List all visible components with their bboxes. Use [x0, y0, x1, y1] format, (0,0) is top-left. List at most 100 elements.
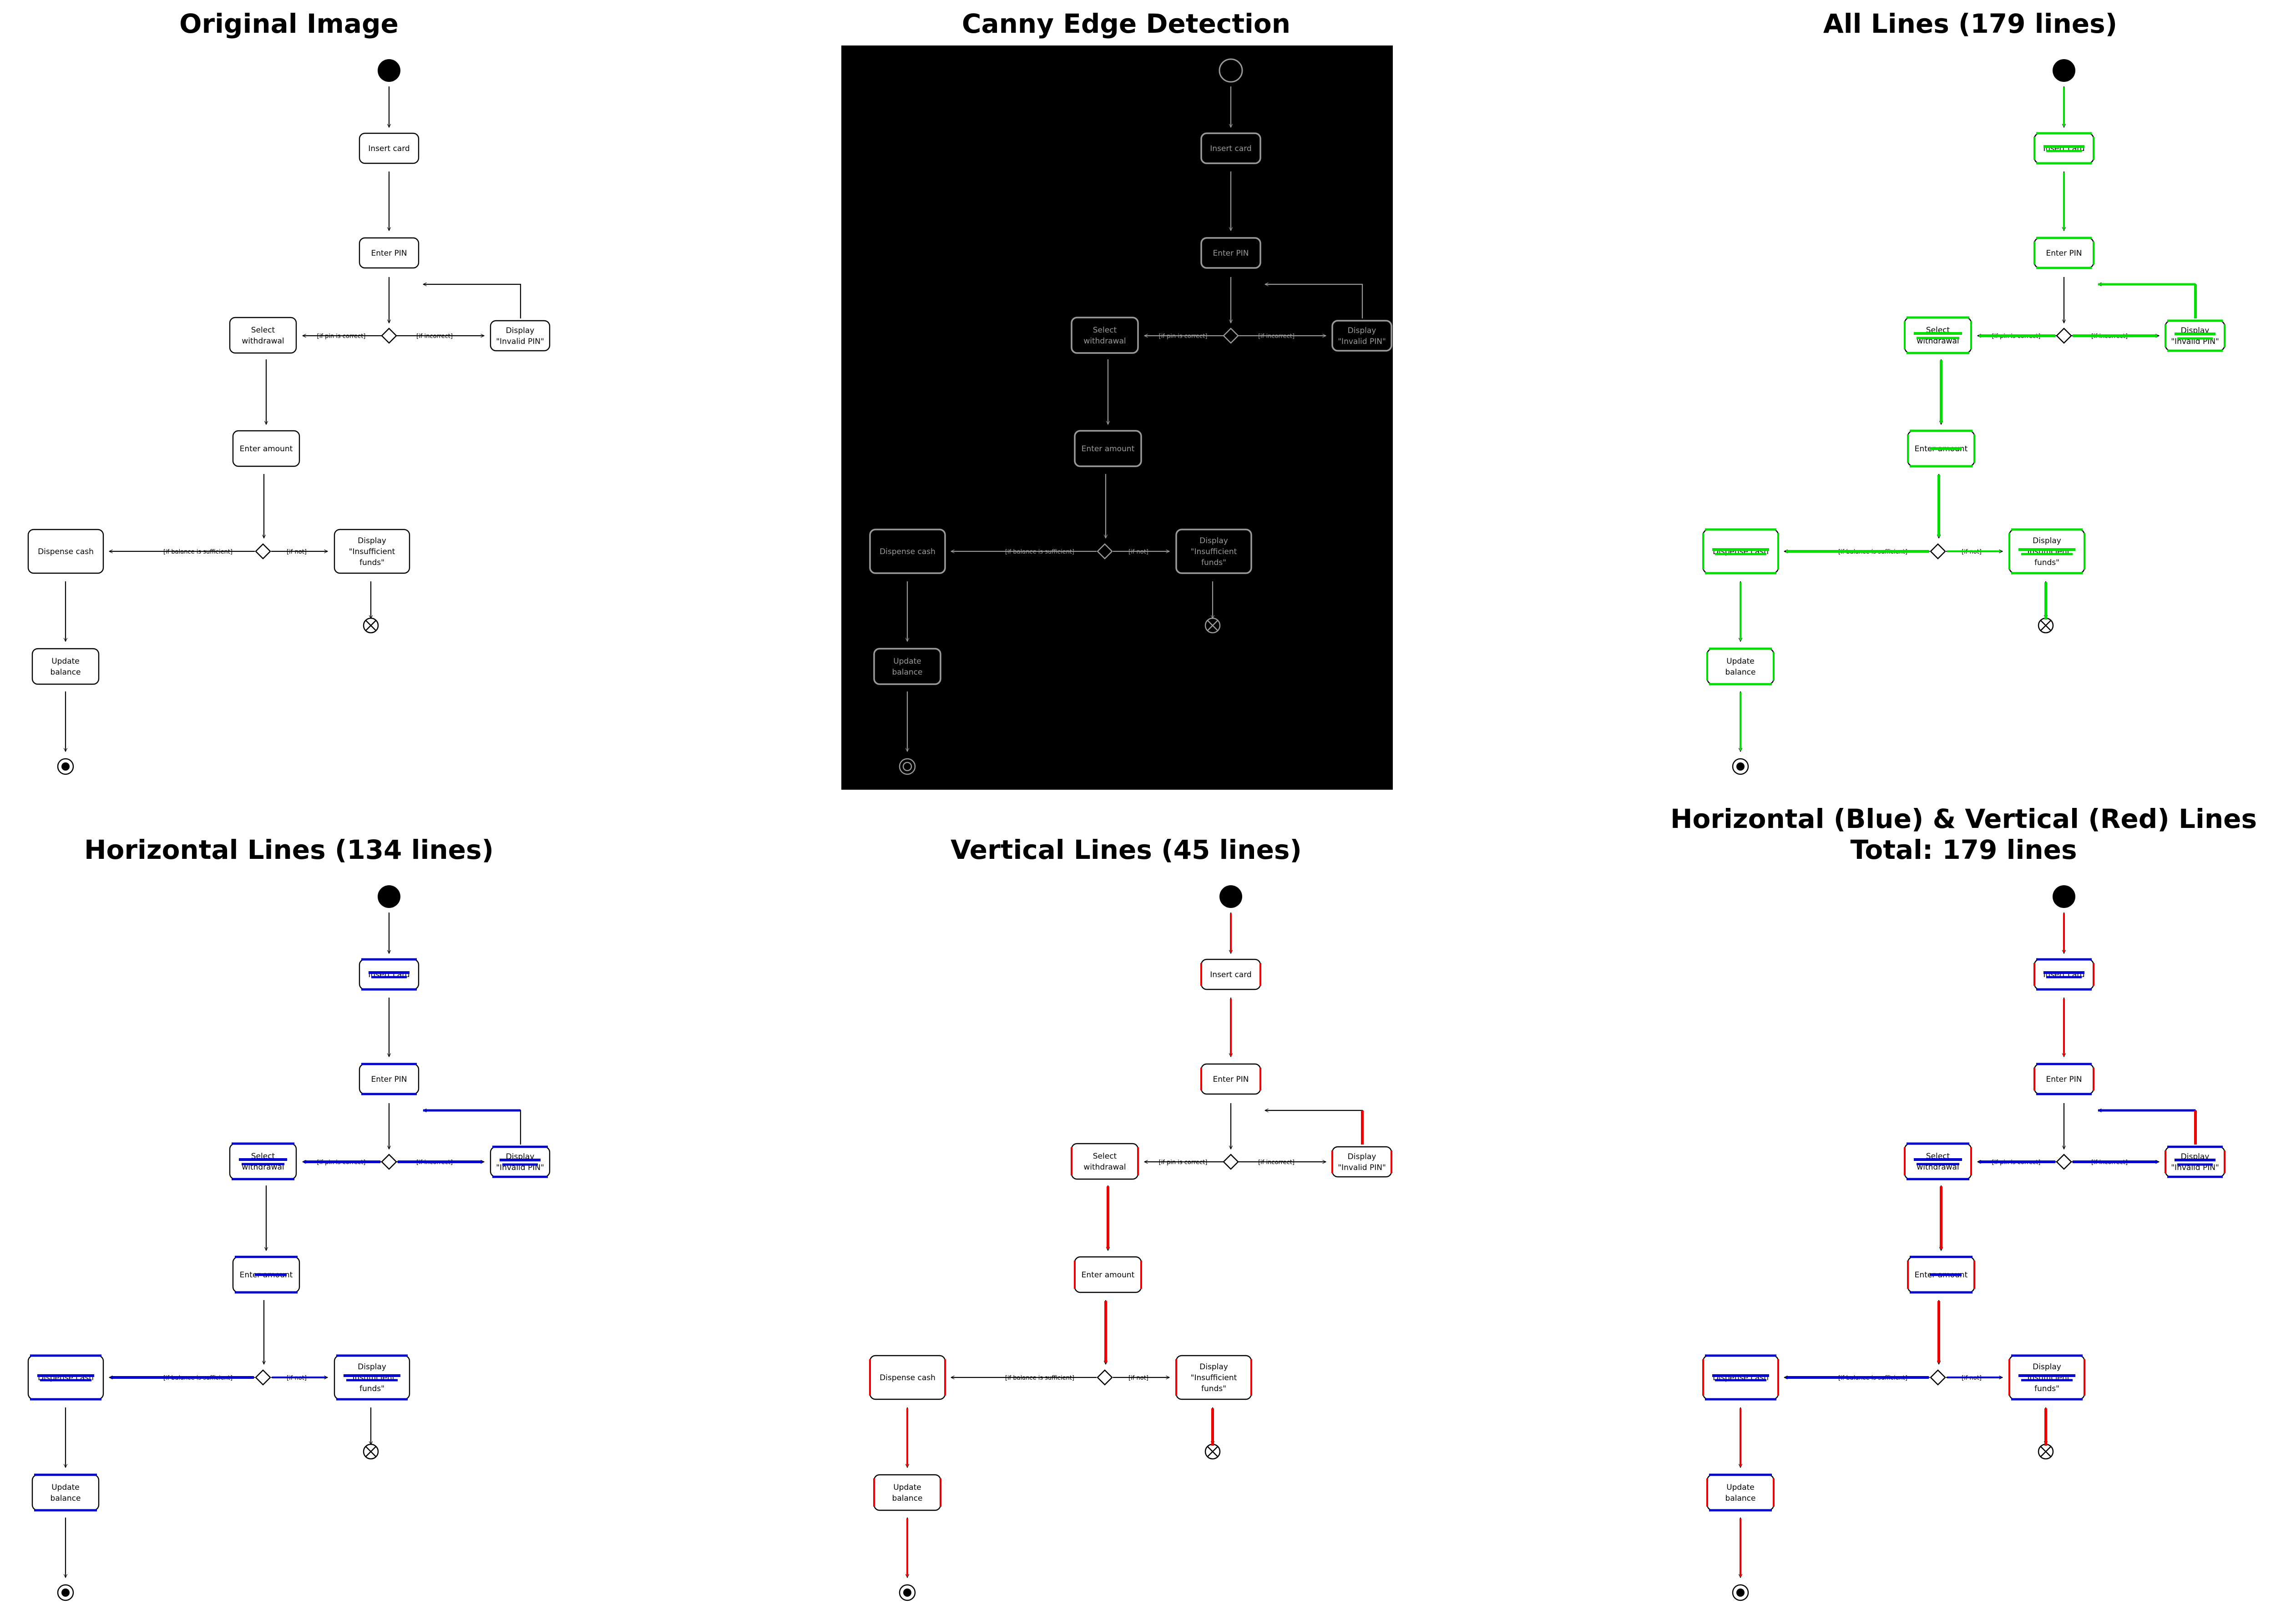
action-node-update-balance [31, 1474, 100, 1511]
action-node-enter-amount [1074, 430, 1142, 467]
start-node [1219, 885, 1242, 908]
action-node-label-insufficient-funds: Display [358, 536, 386, 545]
diagram-panel-original: [if pin is correct] [if incorrect] [if bal… [27, 59, 551, 775]
action-node-select-withdrawal [1904, 317, 1972, 354]
guard-label-pin_correct: [if pin is correct] [1159, 1159, 1208, 1166]
action-node-label-update-balance: Update [1726, 657, 1755, 666]
action-node-label-enter-amount: Enter amount [1082, 1271, 1135, 1280]
action-node-label-insufficient-funds: funds" [2034, 1384, 2059, 1393]
final-node-dot [61, 1589, 70, 1597]
action-node-label-dispense-cash: Dispense cash [880, 1373, 936, 1382]
action-node-label-select-withdrawal: withdrawal [242, 337, 284, 346]
panel-title-canny: Canny Edge Detection [961, 8, 1291, 39]
diagram-panel-canny: [if pin is correct][if incorrect][if bal… [841, 45, 1393, 790]
action-node-label-dispense-cash: Dispense cash [38, 547, 94, 556]
action-node-select-withdrawal [1071, 317, 1139, 354]
action-node-label-update-balance: Update [1726, 1483, 1755, 1492]
action-node-label-insufficient-funds: "Insufficient [349, 547, 395, 556]
action-node-label-select-withdrawal: withdrawal [1083, 337, 1126, 346]
action-node-label-insert-card: Insert card [368, 144, 410, 153]
decision-diamond-0 [2056, 328, 2072, 344]
guard-label-pin_correct: [if pin is correct] [1159, 333, 1208, 340]
action-node-update-balance [1706, 648, 1775, 685]
action-node-label-update-balance: balance [51, 1494, 81, 1503]
action-node-insert-card [359, 132, 420, 164]
action-node-label-update-balance: balance [892, 668, 923, 677]
action-node-invalid-pin [2165, 320, 2225, 352]
action-node-label-select-withdrawal: Select [1093, 326, 1117, 335]
action-node-enter-amount [232, 430, 300, 467]
guard-label-not: [if not] [1128, 1375, 1148, 1382]
decision-diamond-0 [1223, 328, 1239, 344]
final-node-dot [903, 1589, 911, 1597]
action-node-enter-pin [1200, 237, 1261, 269]
panel-title-all-lines: All Lines (179 lines) [1823, 8, 2118, 39]
action-node-dispense-cash [27, 529, 104, 574]
guard-label-pin_correct: [if pin is correct] [317, 333, 366, 340]
action-node-label-insufficient-funds: funds" [359, 1384, 384, 1393]
action-node-dispense-cash [869, 529, 946, 574]
flow-final-cross [2040, 620, 2051, 631]
decision-diamond-1 [1097, 1369, 1113, 1386]
flow-final-cross [1207, 1446, 1218, 1457]
final-node-ring [1732, 758, 1749, 775]
decision-diamond-1 [1930, 1369, 1946, 1386]
start-node [2053, 59, 2075, 82]
action-node-label-enter-amount: Enter amount [1082, 444, 1135, 454]
transition-arrow-5 [423, 284, 521, 318]
action-node-update-balance [31, 648, 100, 685]
action-node-label-enter-pin: Enter PIN [2046, 249, 2082, 258]
decision-diamond-0 [2056, 1154, 2072, 1170]
start-node [378, 885, 400, 908]
action-node-label-insufficient-funds: Display [358, 1362, 386, 1372]
action-node-label-insufficient-funds: "Insufficient [1191, 547, 1237, 556]
guard-label-balance_sufficient: [if balance is sufficient] [163, 549, 233, 555]
action-node-label-update-balance: Update [893, 657, 921, 666]
transition-arrow-5 [1265, 284, 1363, 318]
detected-lines-overlay [30, 958, 548, 1512]
transition-arrow-5 [423, 1110, 521, 1145]
panel-title-original: Original Image [179, 8, 399, 39]
diagram-panel-all: [if pin is correct][if incorrect][if bal… [1702, 59, 2225, 775]
action-node-select-withdrawal [1071, 1143, 1139, 1180]
guard-label-not: [if not] [1128, 549, 1148, 555]
guard-label-not: [if not] [287, 549, 307, 555]
transition-arrow-5 [2098, 1110, 2196, 1145]
action-node-label-select-withdrawal: Select [251, 326, 275, 335]
action-node-label-insufficient-funds: funds" [1201, 1384, 1226, 1393]
action-node-label-enter-pin: Enter PIN [371, 1075, 407, 1084]
detected-lines-overlay [1702, 913, 2225, 1577]
action-node-label-enter-pin: Enter PIN [2046, 1075, 2082, 1084]
action-node-label-insufficient-funds: funds" [359, 558, 384, 567]
action-node-update-balance [873, 1474, 941, 1511]
final-node-dot [61, 762, 70, 771]
final-node-dot [902, 762, 912, 772]
action-node-select-withdrawal [1904, 1143, 1972, 1180]
action-node-label-update-balance: Update [51, 1483, 80, 1492]
decision-diamond-0 [1223, 1154, 1239, 1170]
action-node-label-insert-card: Insert card [1210, 970, 1251, 979]
action-node-label-insufficient-funds: Display [1199, 1362, 1228, 1372]
final-node-dot [1736, 1589, 1745, 1597]
decision-diamond-0 [381, 1154, 397, 1170]
guard-label-incorrect: [if incorrect] [416, 333, 453, 340]
action-node-insufficient-funds [334, 529, 410, 574]
action-node-insert-card [1200, 132, 1261, 164]
decision-diamond-1 [255, 1369, 271, 1386]
action-node-label-update-balance: balance [51, 668, 81, 677]
action-node-update-balance [1706, 1474, 1775, 1511]
guard-label-incorrect: [if incorrect] [1258, 1159, 1295, 1166]
diagram-panel-horizontal: [if pin is correct][if incorrect][if bal… [27, 885, 551, 1601]
action-node-label-insufficient-funds: Display [1199, 536, 1228, 545]
flow-final-cross [2040, 1446, 2051, 1457]
action-node-update-balance [873, 648, 941, 685]
diagram-panel-vertical: [if pin is correct][if incorrect][if bal… [869, 885, 1392, 1601]
action-node-label-insufficient-funds: funds" [2034, 558, 2059, 567]
panel-title-vertical-lines: Vertical Lines (45 lines) [951, 834, 1302, 865]
flow-final-cross [365, 1446, 376, 1457]
action-node-label-update-balance: balance [892, 1494, 923, 1503]
flow-final-node [1204, 617, 1221, 634]
action-node-invalid-pin [1331, 1146, 1392, 1178]
final-node-ring [899, 1584, 916, 1601]
